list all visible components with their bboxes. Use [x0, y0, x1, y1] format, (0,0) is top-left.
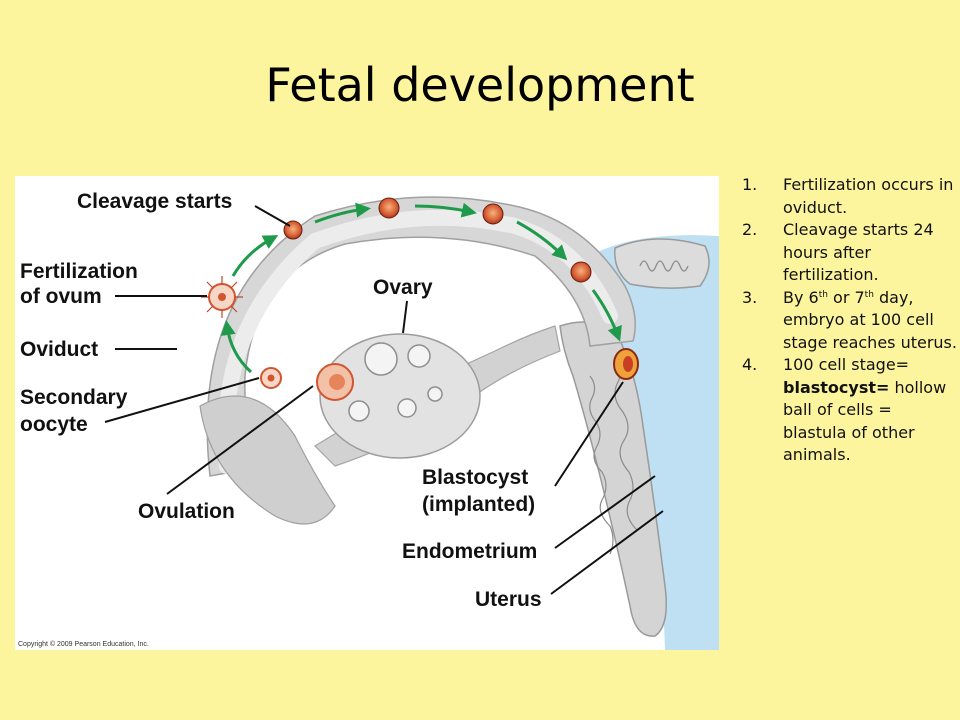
- note-number: 4.: [742, 355, 758, 374]
- note-text-part: 100 cell stage=: [783, 355, 910, 374]
- notes-list: 1. Fertilization occurs in oviduct. 2. C…: [742, 174, 958, 467]
- note-number: 3.: [742, 287, 758, 307]
- note-number: 2.: [742, 220, 758, 239]
- label-uterus: Uterus: [475, 588, 542, 611]
- note-number: 1.: [742, 175, 758, 194]
- embryo-4-cell: [378, 197, 400, 219]
- fimbriae-ripples: [639, 260, 689, 272]
- note-item: 4. 100 cell stage= blastocyst= hollow ba…: [742, 354, 958, 467]
- embryo-8-cell: [482, 203, 504, 225]
- fertilized-ovum: [201, 276, 243, 318]
- follicle: [427, 386, 443, 402]
- ovary-body: [319, 333, 481, 459]
- label-fertilization-line2: of ovum: [20, 285, 102, 308]
- note-text: By 6th or 7th day, embryo at 100 cell st…: [783, 287, 958, 355]
- label-ovulation: Ovulation: [138, 500, 235, 523]
- label-fertilization-line1: Fertilization: [20, 260, 138, 283]
- follicle: [407, 344, 431, 368]
- copyright-notice: Copyright © 2009 Pearson Education, Inc.: [18, 640, 149, 648]
- note-bold-term: blastocyst=: [783, 377, 890, 397]
- label-secondary-line2: oocyte: [20, 413, 88, 436]
- infundibulum: [199, 395, 336, 525]
- diagram-svg: Cleavage starts Fertilization of ovum Ov…: [18, 190, 719, 650]
- note-item: 2. Cleavage starts 24 hours after fertil…: [742, 219, 958, 287]
- note-text: Fertilization occurs in oviduct.: [783, 175, 954, 217]
- label-secondary-line1: Secondary: [20, 386, 128, 409]
- label-cleavage-starts: Cleavage starts: [77, 190, 232, 213]
- note-superscript: th: [864, 289, 874, 300]
- uterine-inner-folds: [614, 355, 638, 531]
- note-superscript: th: [818, 289, 828, 300]
- note-text-part: By 6: [783, 287, 819, 307]
- endometrium-folds: [589, 375, 614, 555]
- embryo-morula: [570, 261, 592, 283]
- note-text-part: day, embryo at 100 cell stage reaches ut…: [783, 287, 957, 352]
- note-item: 1. Fertilization occurs in oviduct.: [742, 174, 958, 219]
- progression-arrows: [220, 202, 622, 374]
- note-text-part: hollow ball of cells = blastula of other…: [783, 377, 947, 465]
- follicle: [364, 342, 398, 376]
- follicle: [397, 398, 417, 418]
- oviduct-diagram: Cleavage starts Fertilization of ovum Ov…: [15, 176, 719, 650]
- label-blastocyst-line2: (implanted): [422, 493, 535, 516]
- note-item: 3. By 6th or 7th day, embryo at 100 cell…: [742, 287, 958, 355]
- rupturing-follicle-core: [329, 374, 345, 390]
- implanted-blastocyst: [613, 348, 639, 380]
- slide-title: Fetal development: [265, 58, 695, 112]
- follicle: [348, 400, 370, 422]
- note-text-part: or 7: [827, 287, 865, 307]
- leader-lines: [104, 205, 664, 595]
- label-endometrium: Endometrium: [402, 540, 537, 563]
- note-text: Cleavage starts 24 hours after fertiliza…: [783, 220, 934, 284]
- note-text: 100 cell stage= blastocyst= hollow ball …: [783, 354, 958, 467]
- label-oviduct: Oviduct: [20, 338, 98, 361]
- label-ovary: Ovary: [373, 276, 433, 299]
- label-blastocyst-line1: Blastocyst: [422, 466, 528, 489]
- secondary-oocyte-nucleus: [267, 374, 275, 382]
- fimbriae: [614, 238, 710, 289]
